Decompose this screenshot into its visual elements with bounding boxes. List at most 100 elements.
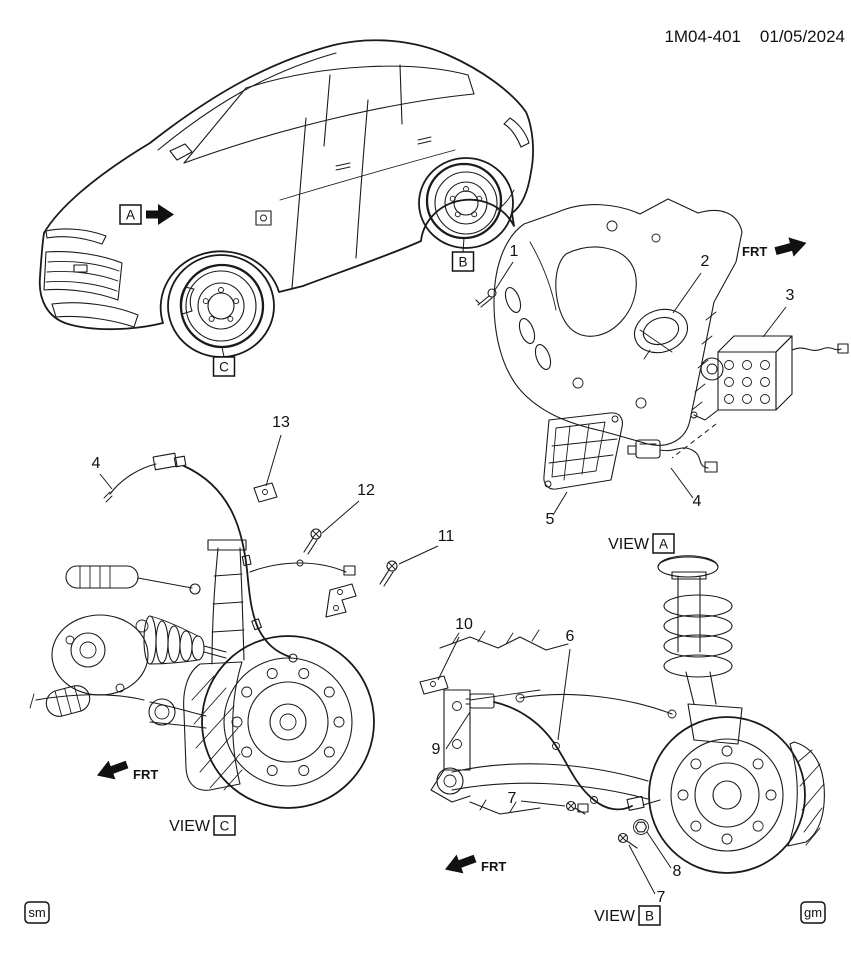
sensor-pigtail xyxy=(109,463,157,495)
ball-joint-inner xyxy=(154,704,170,720)
sensor-head xyxy=(173,455,187,468)
tie-rod-end xyxy=(189,583,201,595)
rear-hub xyxy=(453,190,479,216)
frame-bottom-edge xyxy=(469,801,541,815)
grille-outline xyxy=(43,251,123,301)
sensor-body xyxy=(635,439,661,459)
rotor-b-face xyxy=(670,738,784,852)
screw-part11-drawing xyxy=(379,560,398,587)
front-hub xyxy=(207,292,235,320)
shield-grid xyxy=(548,423,618,481)
rotor-b-outer xyxy=(648,716,806,874)
leader-12 xyxy=(321,500,360,534)
gearbox-bolt-2 xyxy=(65,635,75,645)
callout-b-letter: B xyxy=(458,255,467,270)
part-label-5: 5 xyxy=(546,511,555,528)
part-label-3: 3 xyxy=(786,287,795,304)
view-b-drawing: 10 6 9 7 8 7 FRT VIEW B xyxy=(419,555,825,926)
harness9-mid-clip xyxy=(577,803,589,813)
rotor-lug-holes xyxy=(231,668,345,776)
leader-13 xyxy=(265,434,282,487)
harness9-clip-1 xyxy=(552,742,560,750)
screw-part12-drawing xyxy=(303,528,322,555)
upper-link-eye-1 xyxy=(515,693,525,703)
knuckle-drawing xyxy=(207,539,247,665)
frame-link-line xyxy=(469,689,541,701)
panel-slot-1 xyxy=(504,287,522,313)
caliper-body xyxy=(183,661,243,791)
steering-rack-drawing xyxy=(65,565,201,595)
gasket-inner xyxy=(642,316,680,346)
view-b-letter-box xyxy=(638,905,661,926)
side-mirror xyxy=(169,143,193,161)
module-motor-hub xyxy=(706,363,718,375)
module-valves xyxy=(724,360,770,404)
harness9-clip-2 xyxy=(590,796,598,804)
panel-creases xyxy=(529,241,673,353)
rotor-outer xyxy=(201,635,375,809)
sensor9-tip xyxy=(642,799,661,806)
leader-2 xyxy=(672,272,702,314)
frt-label-c: FRT xyxy=(133,767,158,782)
sensor-prongs xyxy=(103,491,113,503)
gearbox-hub xyxy=(79,641,97,659)
gasket-outer xyxy=(633,308,689,354)
abs-module-part3-drawing xyxy=(690,335,849,421)
frt-arrow-icon-c xyxy=(96,760,129,780)
screw11-head xyxy=(386,560,398,572)
bracket13-hole xyxy=(262,489,268,495)
module-side-face xyxy=(775,335,793,411)
front-wheel-drawing xyxy=(167,254,275,358)
harness-route xyxy=(183,465,291,658)
caliper-b-body xyxy=(787,741,825,847)
sensor-cable xyxy=(659,447,709,469)
part-label-1: 1 xyxy=(510,243,519,260)
sensor-connector xyxy=(152,452,178,471)
leader-6 xyxy=(557,648,571,741)
rear-rotor xyxy=(444,181,488,225)
front-rim xyxy=(185,270,257,342)
arm-bushing-inner xyxy=(443,774,457,788)
leader-11 xyxy=(398,545,439,565)
belt-line xyxy=(183,93,475,164)
callout-c-leader xyxy=(221,346,225,358)
boot-bottom-line xyxy=(149,659,199,665)
gearbox-housing xyxy=(51,614,149,696)
sub-harness xyxy=(249,562,347,573)
rotor-center xyxy=(269,703,307,741)
spring-coil-1 xyxy=(663,594,733,618)
shield-hole-1 xyxy=(611,415,619,423)
shield-outer xyxy=(543,412,623,490)
part-label-11: 11 xyxy=(438,528,455,545)
grille-slats xyxy=(45,261,120,292)
module-top-face xyxy=(717,335,793,353)
charge-port-dot xyxy=(260,214,267,222)
c-pillar-line xyxy=(399,64,403,125)
boot-rib-5 xyxy=(191,635,205,661)
front-lug-holes xyxy=(202,287,240,322)
bracket-mid-hole-1 xyxy=(337,589,343,595)
bracket-part13-drawing xyxy=(253,482,278,503)
knuckle-crossbars xyxy=(211,573,245,633)
gearbox-drawing xyxy=(45,614,149,717)
screw12-cross xyxy=(312,530,320,538)
gearbox-motor xyxy=(45,685,91,717)
bolt-part1-drawing xyxy=(475,288,497,308)
harness-clip-1 xyxy=(241,554,252,567)
shield-part5-drawing xyxy=(543,412,623,490)
part-label-8: 8 xyxy=(673,863,682,880)
screw7b-shaft xyxy=(626,840,638,849)
bracket10-hole xyxy=(430,681,436,687)
sensor-plug xyxy=(704,461,718,473)
bracket13-plate xyxy=(253,482,278,503)
screw-part7b-drawing xyxy=(617,832,638,849)
doc-date: 01/05/2024 xyxy=(760,27,845,46)
part-label-4a: 4 xyxy=(693,493,702,510)
nut8-hex xyxy=(634,821,648,833)
upper-link-eye-2 xyxy=(667,709,677,719)
headlight xyxy=(45,228,107,245)
sub-harness-end xyxy=(343,565,356,576)
spring-coil-3 xyxy=(663,634,733,658)
bracket-mid-drawing xyxy=(325,583,357,618)
